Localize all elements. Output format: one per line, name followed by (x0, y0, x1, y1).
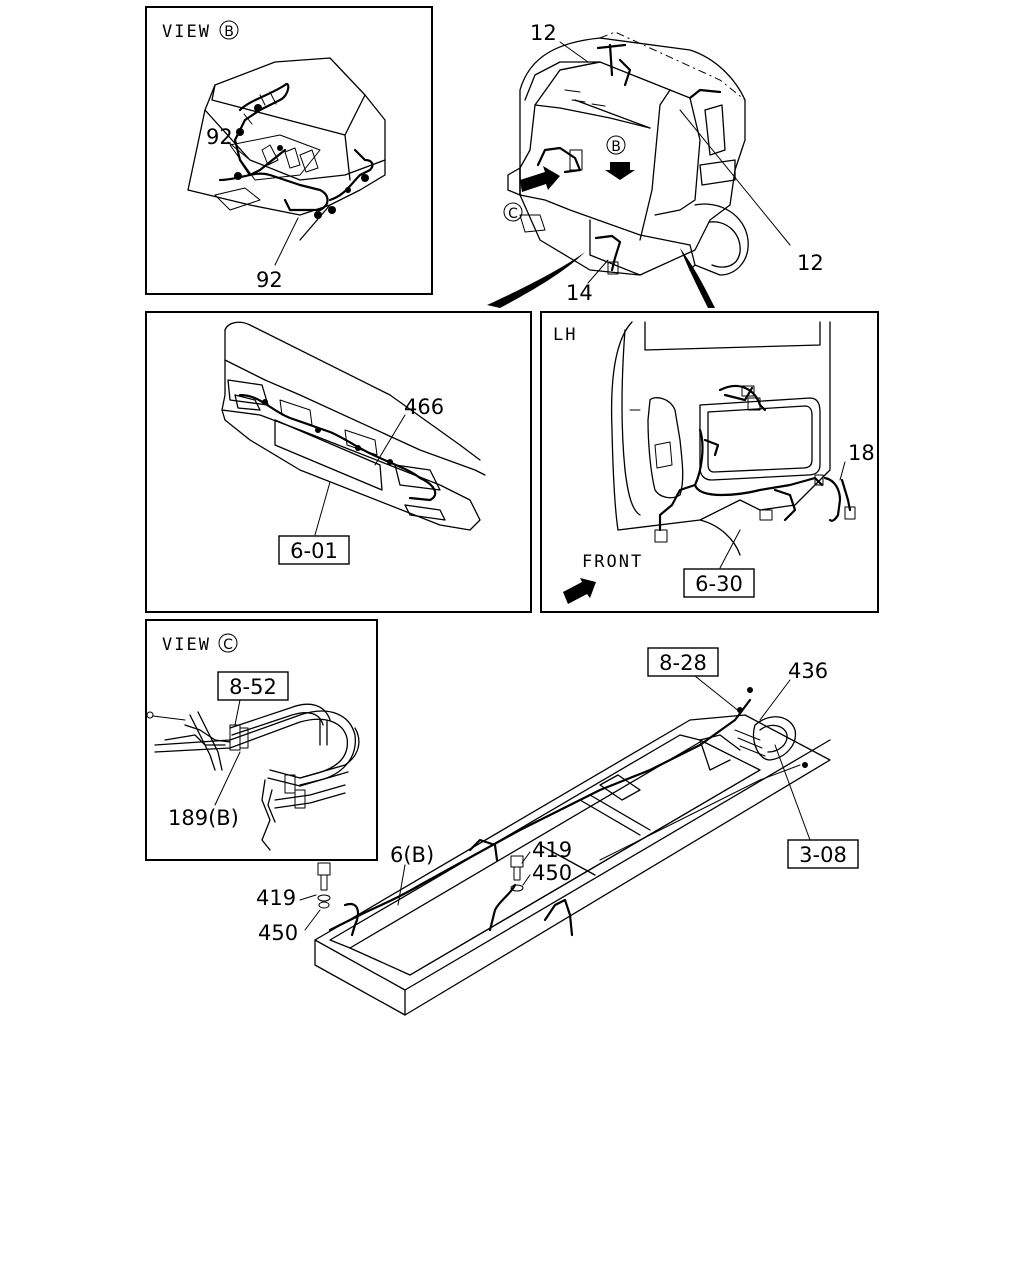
view-c-title: VIEW (162, 635, 211, 655)
cab-marker-b: B (611, 139, 621, 155)
ref-box-6-01 (278, 535, 350, 565)
ref-box-8-28 (647, 647, 719, 677)
callout-450-mid: 450 (532, 861, 572, 885)
ref-box-8-52 (217, 671, 289, 701)
ref-6-30: 6-30 (695, 572, 743, 596)
callout-419-mid: 419 (532, 838, 572, 862)
callout-92-lower: 92 (256, 268, 283, 292)
callout-14: 14 (566, 281, 593, 305)
callout-436: 436 (788, 659, 828, 683)
callout-6b: 6(B) (390, 843, 434, 867)
lh-front-label: FRONT (582, 552, 643, 572)
view-c-panel: VIEW C 8-52 189(B) (145, 619, 378, 861)
ref-6-01: 6-01 (290, 539, 338, 563)
ref-box-3-08 (787, 839, 859, 869)
callout-12-top: 12 (530, 21, 557, 45)
lh-panel: LH FRONT 18 6-30 (540, 311, 879, 613)
cab-marker-c: C (508, 206, 518, 222)
callout-450-left: 450 (258, 921, 298, 945)
ref-box-6-30 (683, 568, 755, 598)
callout-18: 18 (848, 441, 875, 465)
view-b-marker: B (224, 24, 234, 40)
ref-8-28: 8-28 (659, 651, 707, 675)
ref-3-08: 3-08 (799, 843, 847, 867)
chassis-frame: 8-28 3-08 436 6(B) 419 450 419 450 (256, 647, 859, 1016)
view-b-title: VIEW (162, 22, 211, 42)
view-c-marker: C (223, 637, 233, 653)
front-bumper-panel: 466 6-01 (145, 311, 532, 613)
callout-189b: 189(B) (168, 806, 239, 830)
ref-8-52: 8-52 (229, 675, 277, 699)
cab-exterior: B C 12 12 14 (487, 21, 824, 308)
callout-419-left: 419 (256, 886, 296, 910)
view-b-panel: VIEW B 92 92 (145, 6, 433, 295)
callout-466: 466 (404, 395, 444, 419)
callout-12-right: 12 (797, 251, 824, 275)
lh-title: LH (553, 325, 577, 345)
callout-92-upper: 92 (206, 125, 233, 149)
